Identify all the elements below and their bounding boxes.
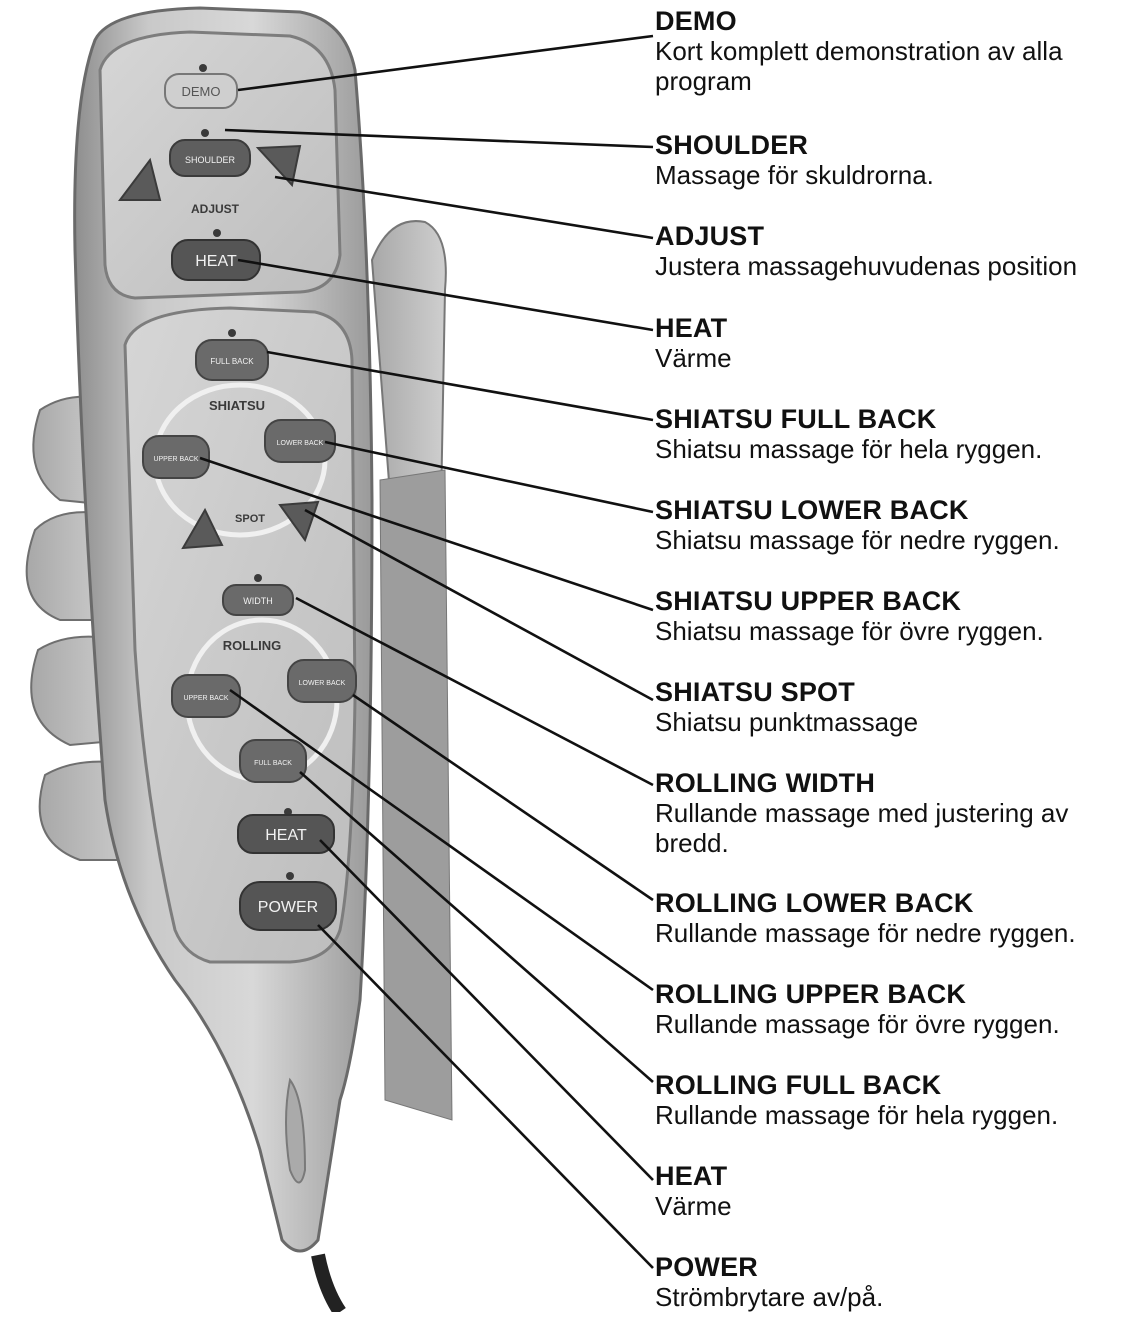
adjust-label: ADJUST — [191, 202, 240, 216]
svg-text:LOWER BACK: LOWER BACK — [277, 440, 324, 447]
leader-line-adjust — [274, 175, 654, 240]
callout-title: HEAT — [655, 313, 728, 343]
rolling-upper-back-button[interactable]: UPPER BACK — [171, 674, 241, 718]
callout-rolling-full-back: ROLLING FULL BACK Rullande massage för h… — [655, 1070, 1145, 1130]
leader-line-heat-bottom — [319, 839, 654, 1181]
remote-handle-detail — [285, 1077, 307, 1184]
svg-text:HEAT: HEAT — [265, 827, 307, 844]
rolling-width-button[interactable]: WIDTH — [222, 584, 294, 616]
svg-text:FULL BACK: FULL BACK — [254, 760, 292, 767]
leader-line-rolling-upper-back — [229, 688, 654, 992]
leader-line-demo — [237, 34, 654, 92]
callout-desc: Justera massagehuvudenas position — [655, 251, 1078, 281]
hand-palm-right — [379, 469, 453, 1121]
svg-text:POWER: POWER — [258, 899, 318, 916]
leader-line-shiatsu-upper-back — [199, 456, 654, 612]
callout-adjust: ADJUST Justera massagehuvudenas position — [655, 221, 1145, 281]
callout-desc: Rullande massage för hela ryggen. — [655, 1100, 1059, 1130]
leader-line-shiatsu-spot — [304, 508, 654, 702]
callout-power: POWER Strömbrytare av/på. — [655, 1252, 1145, 1312]
leader-line-heat-top — [237, 258, 654, 332]
callout-title: POWER — [655, 1252, 759, 1282]
callout-desc: Strömbrytare av/på. — [655, 1282, 884, 1312]
callout-heat-top: HEAT Värme — [655, 313, 1145, 373]
callout-shiatsu-upper-back: SHIATSU UPPER BACK Shiatsu massage för ö… — [655, 586, 1145, 646]
svg-text:WIDTH: WIDTH — [243, 596, 273, 606]
leader-line-shiatsu-full-back — [266, 350, 654, 422]
leader-line-rolling-lower-back — [352, 693, 654, 902]
callout-desc: Värme — [655, 343, 732, 373]
callout-shiatsu-spot: SHIATSU SPOT Shiatsu punktmassage — [655, 677, 1145, 737]
callout-title: ROLLING WIDTH — [655, 768, 876, 798]
indicator-dots — [199, 64, 294, 880]
shiatsu-lower-back-button[interactable]: LOWER BACK — [264, 419, 336, 463]
callout-title: DEMO — [655, 6, 737, 36]
callout-title: SHIATSU LOWER BACK — [655, 495, 969, 525]
leader-line-shoulder — [224, 128, 654, 149]
svg-text:SHOULDER: SHOULDER — [185, 155, 236, 165]
rolling-label: ROLLING — [223, 638, 282, 653]
rolling-full-back-button[interactable]: FULL BACK — [239, 739, 307, 783]
callout-demo: DEMO Kort komplett demonstration av alla… — [655, 6, 1145, 96]
shiatsu-full-back-button[interactable]: FULL BACK — [195, 339, 269, 381]
spot-label: SPOT — [235, 513, 265, 525]
leader-line-power — [317, 924, 654, 1269]
power-button[interactable]: POWER — [239, 881, 337, 931]
callout-desc: Massage för skuldrorna. — [655, 160, 934, 190]
adjust-down-arrow[interactable] — [255, 144, 302, 188]
callout-title: HEAT — [655, 1161, 728, 1191]
callout-desc: Shiatsu massage för övre ryggen. — [655, 616, 1044, 646]
heat-button-top[interactable]: HEAT — [171, 239, 261, 281]
svg-text:UPPER BACK: UPPER BACK — [183, 695, 228, 702]
callout-title: ADJUST — [655, 221, 765, 251]
shiatsu-label: SHIATSU — [209, 398, 265, 413]
callout-shoulder: SHOULDER Massage för skuldrorna. — [655, 130, 1145, 190]
heat-button-bottom[interactable]: HEAT — [237, 814, 335, 854]
svg-text:LOWER BACK: LOWER BACK — [299, 680, 346, 687]
svg-text:DEMO: DEMO — [182, 84, 221, 99]
callout-heat-bottom: HEAT Värme — [655, 1161, 1145, 1221]
svg-text:FULL BACK: FULL BACK — [210, 357, 254, 366]
callout-title: SHOULDER — [655, 130, 809, 160]
callout-desc: Shiatsu massage för nedre ryggen. — [655, 525, 1060, 555]
leader-line-shiatsu-lower-back — [324, 440, 654, 514]
callout-title: SHIATSU UPPER BACK — [655, 586, 962, 616]
spot-up-arrow[interactable] — [181, 507, 224, 550]
leader-lines — [199, 34, 654, 1269]
callout-title: SHIATSU FULL BACK — [655, 404, 937, 434]
callout-desc: Shiatsu punktmassage — [655, 707, 919, 737]
callout-desc: Rullande massage med justering av bredd. — [655, 798, 1069, 858]
svg-text:UPPER BACK: UPPER BACK — [153, 456, 198, 463]
cable — [311, 1253, 346, 1316]
leader-line-rolling-full-back — [299, 771, 654, 1083]
demo-button[interactable]: DEMO — [164, 73, 238, 109]
leader-line-rolling-width — [295, 596, 654, 787]
callout-shiatsu-lower-back: SHIATSU LOWER BACK Shiatsu massage för n… — [655, 495, 1145, 555]
callout-desc: Värme — [655, 1191, 732, 1221]
callout-title: ROLLING LOWER BACK — [655, 888, 974, 918]
callout-desc: Kort komplett demonstration av alla prog… — [655, 36, 1063, 96]
shiatsu-upper-back-button[interactable]: UPPER BACK — [142, 435, 210, 479]
callout-rolling-upper-back: ROLLING UPPER BACK Rullande massage för … — [655, 979, 1145, 1039]
callout-desc: Rullande massage för övre ryggen. — [655, 1009, 1060, 1039]
rolling-lower-back-button[interactable]: LOWER BACK — [287, 659, 357, 703]
callout-title: SHIATSU SPOT — [655, 677, 855, 707]
callout-rolling-lower-back: ROLLING LOWER BACK Rullande massage för … — [655, 888, 1145, 948]
callout-title: ROLLING FULL BACK — [655, 1070, 942, 1100]
callout-desc: Shiatsu massage för hela ryggen. — [655, 434, 1043, 464]
callout-shiatsu-full-back: SHIATSU FULL BACK Shiatsu massage för he… — [655, 404, 1145, 464]
adjust-up-arrow[interactable] — [118, 157, 162, 201]
callout-title: ROLLING UPPER BACK — [655, 979, 967, 1009]
callout-desc: Rullande massage för nedre ryggen. — [655, 918, 1076, 948]
shoulder-button[interactable]: SHOULDER — [169, 139, 251, 177]
svg-text:HEAT: HEAT — [195, 253, 237, 270]
callout-rolling-width: ROLLING WIDTH Rullande massage med juste… — [655, 768, 1125, 858]
